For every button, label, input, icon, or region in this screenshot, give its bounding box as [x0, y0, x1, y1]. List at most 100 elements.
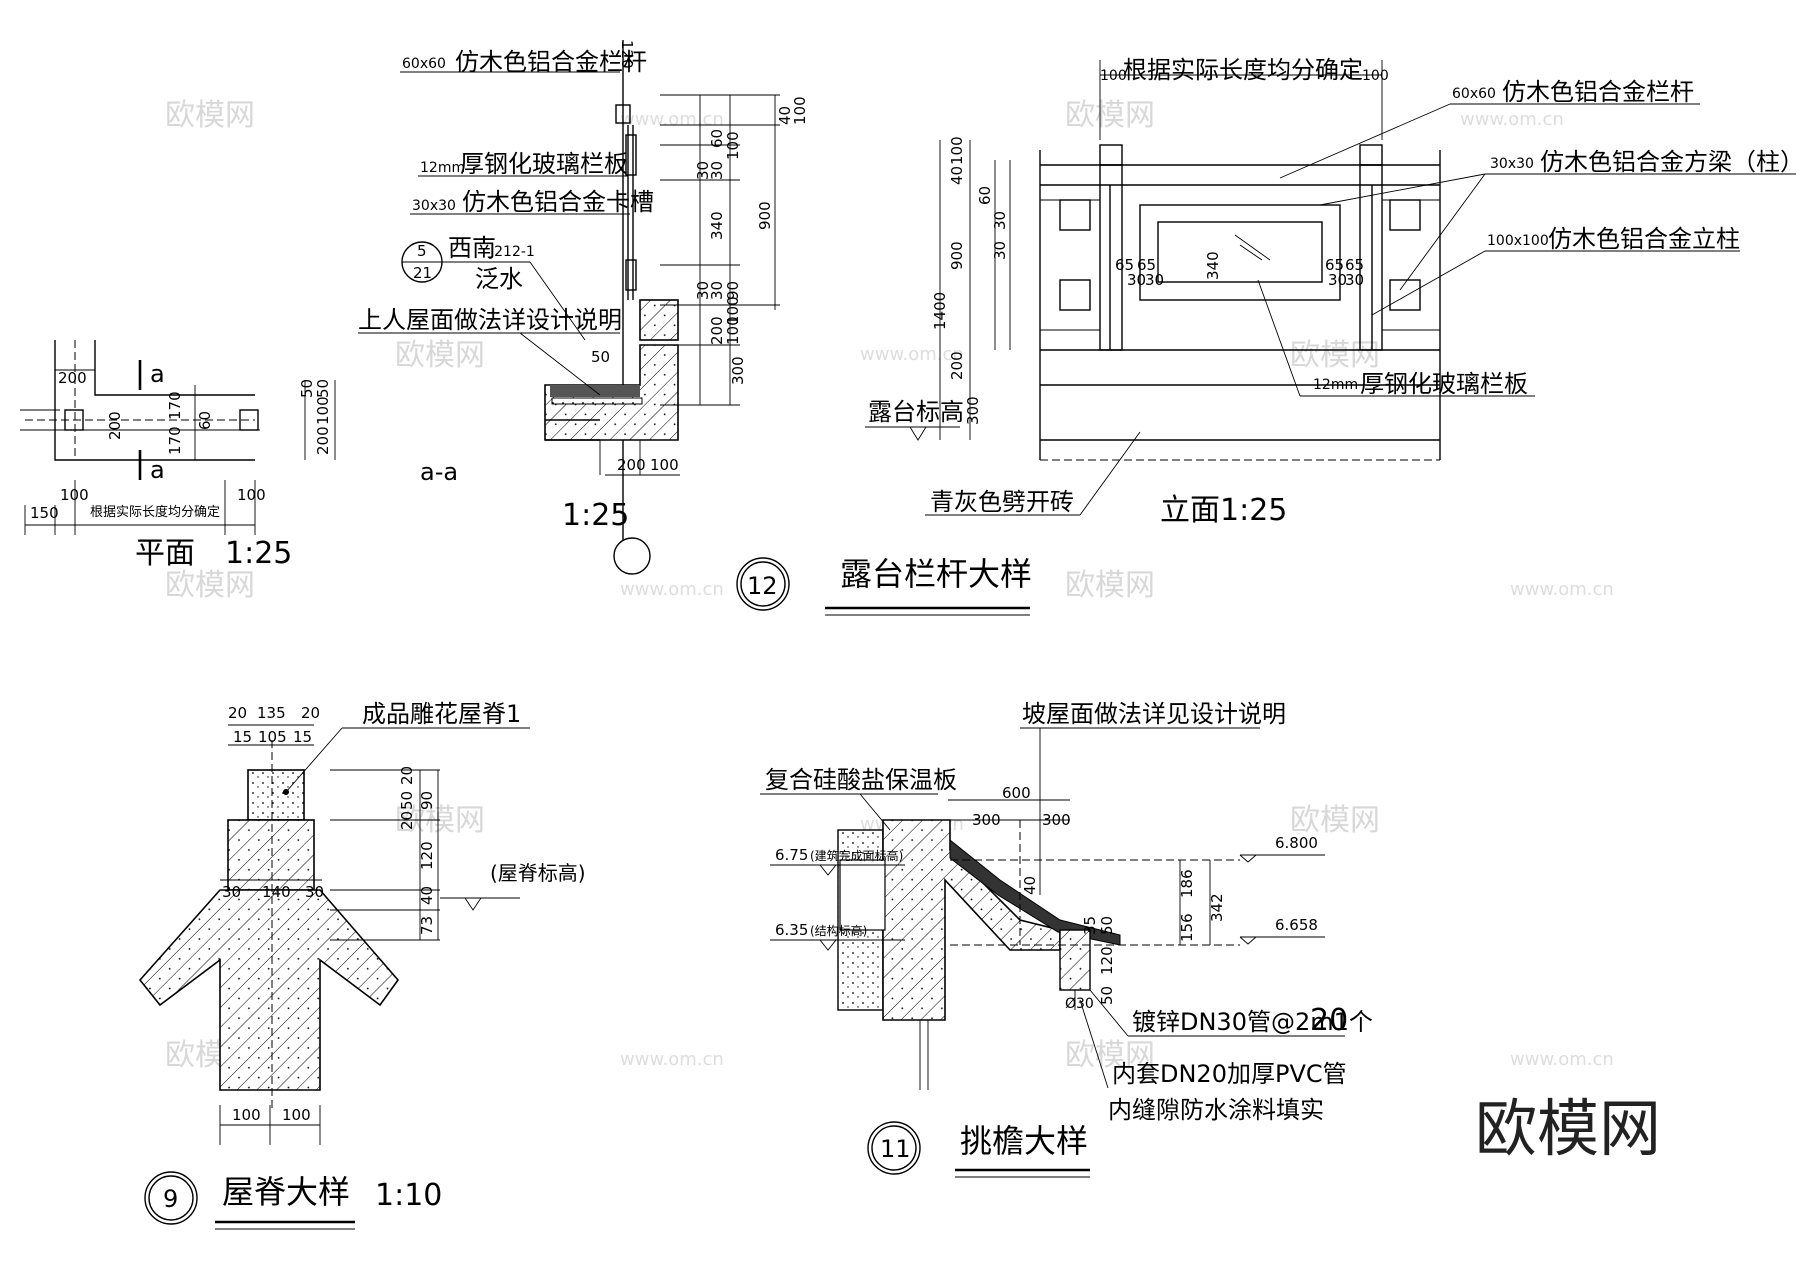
elev-dim: 100	[948, 136, 966, 165]
elev-inner-dim: 65	[1345, 256, 1364, 274]
detail-12-title: 12 露台栏杆大样	[736, 555, 1032, 616]
slope-roof-note: 坡屋面做法详见设计说明	[1022, 700, 1286, 728]
eave-dim: 120	[1098, 946, 1116, 975]
plan-dim: 200	[314, 426, 332, 455]
plan-dim: 100	[237, 486, 266, 504]
section-dim: 300	[729, 356, 747, 385]
eave-dim: 50	[1098, 916, 1116, 935]
ridge-product-label: 成品雕花屋脊1	[362, 700, 521, 728]
eave-dim: 342	[1208, 893, 1226, 922]
eave-dim: 600	[1002, 784, 1031, 802]
brand-logo: 欧模网	[1475, 1092, 1661, 1165]
ridge-dim: 120	[418, 841, 436, 870]
plan-dim: 100	[314, 396, 332, 425]
flashing-label: 泛水	[475, 265, 523, 293]
watermark: 欧模网	[165, 568, 255, 603]
elev-inner-dim: 340	[1204, 251, 1222, 280]
eave-dim: 300	[1042, 811, 1071, 829]
elev-inner-dim: 30	[1127, 271, 1146, 289]
eave-dim: 35	[1081, 916, 1099, 935]
elev-beam-label: 仿木色铝合金方梁（柱）	[1540, 148, 1800, 176]
elev-post-size: 100x100	[1487, 233, 1549, 249]
watermark: 欧模网	[1065, 568, 1155, 603]
watermark-url: www.om.cn	[620, 109, 724, 130]
level-635: 6.35	[775, 921, 808, 939]
ridge-detail: 20 135 20 15 105 15 30 140 30 成品雕花屋脊1 20…	[138, 700, 586, 1230]
ref-standard: 西南	[448, 234, 496, 262]
section-dim: 340	[708, 211, 726, 240]
elev-inner-dim: 65	[1137, 256, 1156, 274]
section-dim: 30	[694, 281, 712, 300]
ridge-dim: 30	[222, 883, 241, 901]
elev-post-label: 仿木色铝合金立柱	[1548, 225, 1740, 253]
channel-label: 仿木色铝合金卡槽	[462, 188, 654, 216]
elev-dim: 60	[976, 186, 994, 205]
elev-glass-label: 厚钢化玻璃栏板	[1360, 370, 1528, 398]
fill-label: 内缝隙防水涂料填实	[1108, 1096, 1324, 1124]
plan-scale: 平面 1:25	[135, 536, 292, 571]
level-6658: 6.658	[1275, 916, 1318, 934]
elev-dim: 30	[991, 211, 1009, 230]
section-dim: 100	[791, 96, 809, 125]
ridge-dim: 90	[418, 791, 436, 810]
watermark: 欧模网	[395, 338, 485, 373]
section-dim: 100	[724, 296, 742, 325]
section-dim: 90	[724, 281, 742, 300]
plan-dim: 100	[60, 486, 89, 504]
eave-dim: 186	[1178, 869, 1196, 898]
elev-inner-dim: 30	[1345, 271, 1364, 289]
elev-note-top: 根据实际长度均分确定	[1123, 56, 1363, 84]
ridge-dim: 20	[398, 766, 416, 785]
ridge-dim: 105	[258, 728, 287, 746]
section-dim: 60	[708, 129, 726, 148]
detail-12-number: 12	[747, 572, 778, 600]
detail-11-title-text: 挑檐大样	[960, 1122, 1088, 1160]
section-aa-view: 60x60 仿木色铝合金栏杆 12mm 厚钢化玻璃栏板 30x30 仿木色铝合金…	[358, 40, 809, 575]
elevation-view: 100 100 根据实际长度均分确定 1400 100 40 900 200 3…	[865, 56, 1800, 528]
detail-9-title-text: 屋脊大样	[222, 1173, 350, 1211]
detail-9-number: 9	[163, 1185, 178, 1213]
watermark-url: www.om.cn	[1510, 579, 1614, 600]
elev-dim-top: 100	[1362, 68, 1389, 84]
section-dim: 200	[617, 456, 646, 474]
section-dim: 100	[650, 456, 679, 474]
level-675-note: (建筑完成面标高)	[810, 848, 903, 863]
detail-12-title-text: 露台栏杆大样	[840, 555, 1032, 593]
ridge-dim: 135	[257, 704, 286, 722]
plan-dim: 170	[166, 391, 184, 420]
ref-bubble-top: 5	[417, 242, 427, 260]
plan-dim: 200	[58, 369, 87, 387]
flashing-dim: 50	[591, 348, 610, 366]
watermark-url: www.om.cn	[1510, 1049, 1614, 1070]
elev-dim: 300	[964, 396, 982, 425]
section-dim: 30	[694, 161, 712, 180]
rail-size-label: 60x60	[402, 56, 446, 72]
rail-label: 仿木色铝合金栏杆	[455, 48, 647, 76]
ridge-dim: 20	[228, 704, 247, 722]
ridge-dim: 15	[293, 728, 312, 746]
elev-rail-label: 仿木色铝合金栏杆	[1502, 78, 1694, 106]
glass-label: 厚钢化玻璃栏板	[460, 150, 628, 178]
elev-dim: 40	[948, 166, 966, 185]
level-675: 6.75	[775, 846, 808, 864]
watermark: 欧模网	[1290, 338, 1380, 373]
ref-code: J212-1	[489, 244, 535, 260]
glass-size-label: 12mm	[420, 160, 465, 176]
section-scale: 1:25	[562, 498, 629, 533]
roof-note-label: 上人屋面做法详设计说明	[358, 306, 622, 334]
insulation-label: 复合硅酸盐保温板	[765, 766, 957, 794]
elev-dim: 1400	[931, 292, 949, 330]
elev-inner-dim: 30	[1145, 271, 1164, 289]
watermark-url: www.om.cn	[620, 1049, 724, 1070]
elev-inner-dim: 65	[1325, 256, 1344, 274]
elev-rail-size: 60x60	[1452, 86, 1496, 102]
section-dim: 120	[618, 40, 636, 69]
ridge-dim: 15	[233, 728, 252, 746]
elev-dim: 200	[948, 351, 966, 380]
section-dim: 30	[708, 161, 726, 180]
watermark: 欧模网	[395, 803, 485, 838]
terrace-level-label: 露台标高	[868, 398, 964, 426]
section-dim: 100	[724, 131, 742, 160]
plan-dim: 150	[30, 504, 59, 522]
